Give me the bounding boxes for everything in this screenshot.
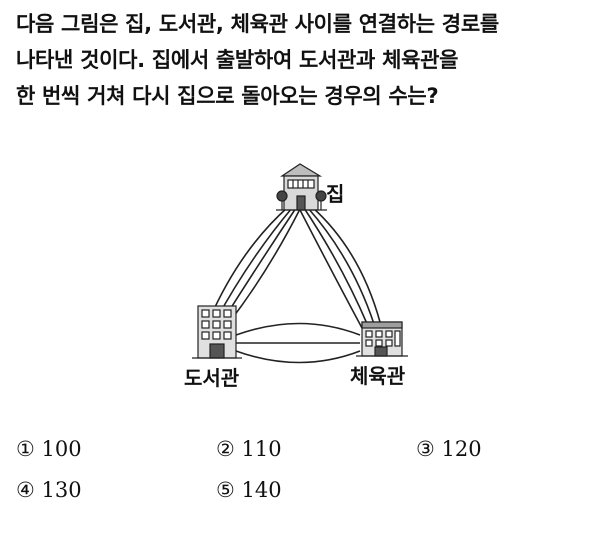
question-line: 나타낸 것이다. 집에서 출발하여 도서관과 체육관을 xyxy=(16,48,459,72)
routes-library-gym xyxy=(235,322,361,364)
question-text: 다음 그림은 집, 도서관, 체육관 사이를 연결하는 경로를 나타낸 것이다.… xyxy=(16,6,586,114)
choice-3[interactable]: ③ 120 xyxy=(416,437,482,461)
choice-2[interactable]: ② 110 xyxy=(216,437,282,461)
question-line: 한 번씩 거쳐 다시 집으로 돌아오는 경우의 수는? xyxy=(16,84,439,108)
question-line: 다음 그림은 집, 도서관, 체육관 사이를 연결하는 경로를 xyxy=(16,12,499,36)
choice-4[interactable]: ④ 130 xyxy=(16,478,82,502)
library-label: 도서관 xyxy=(184,366,240,390)
home-label: 집 xyxy=(326,182,345,206)
choice-1[interactable]: ① 100 xyxy=(16,437,82,461)
gym-building-icon xyxy=(356,321,408,357)
choice-5[interactable]: ⑤ 140 xyxy=(216,478,282,502)
library-building-icon xyxy=(192,305,242,359)
house-icon xyxy=(276,163,327,211)
routes-home-gym xyxy=(299,206,381,329)
gym-label: 체육관 xyxy=(350,364,406,388)
